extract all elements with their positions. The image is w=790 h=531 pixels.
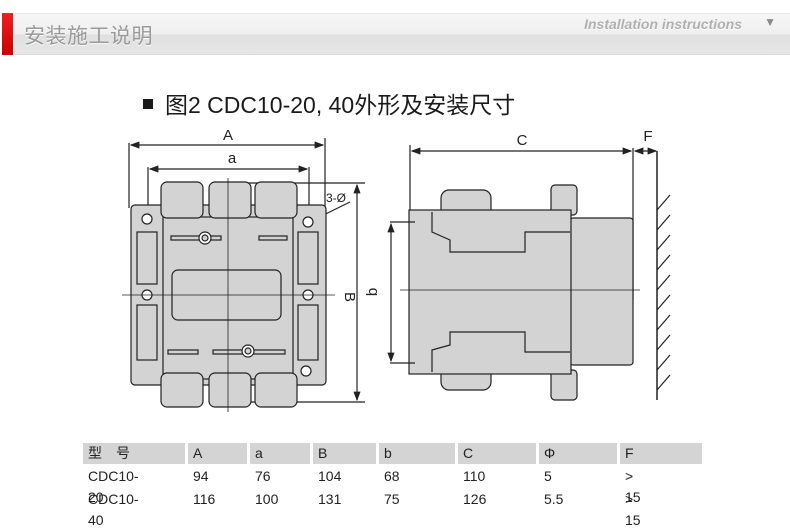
cell-b: 75 xyxy=(384,491,400,507)
header-a: a xyxy=(250,443,310,464)
label-B: B xyxy=(341,292,358,302)
cell-model: CDC10-40 xyxy=(88,491,139,528)
figure-title: 图2 CDC10-20, 40外形及安装尺寸 xyxy=(143,86,515,120)
header-phi: Φ xyxy=(539,443,617,464)
cell-a: 100 xyxy=(255,491,279,507)
label-b: b xyxy=(364,288,381,296)
header-b: b xyxy=(379,443,455,464)
cell-B: 104 xyxy=(318,468,342,484)
cell-F: > 15 xyxy=(625,468,641,505)
cell-a: 76 xyxy=(255,468,271,484)
header-A: A xyxy=(188,443,247,464)
label-a: a xyxy=(228,150,237,167)
cell-phi: 5 xyxy=(544,468,552,484)
triangle-down-icon[interactable]: ▼ xyxy=(764,15,776,29)
cell-B: 131 xyxy=(318,491,342,507)
cell-F: > 15 xyxy=(625,491,641,528)
label-F: F xyxy=(643,128,652,145)
cell-A: 116 xyxy=(193,491,216,507)
header-F: F xyxy=(620,443,702,464)
cell-phi: 5.5 xyxy=(544,491,564,507)
cell-A: 94 xyxy=(193,468,209,484)
header-B: B xyxy=(313,443,376,464)
header-model: 型 号 xyxy=(83,443,185,464)
label-A: A xyxy=(223,127,233,144)
label-C: C xyxy=(517,132,528,149)
section-title-cn: 安装施工说明 xyxy=(24,24,153,48)
figure-title-text: 图2 CDC10-20, 40外形及安装尺寸 xyxy=(165,92,516,118)
header-C: C xyxy=(458,443,536,464)
cell-b: 68 xyxy=(384,468,400,484)
wall-hatch xyxy=(656,194,671,391)
front-view xyxy=(122,138,365,412)
section-header: 安装施工说明 Installation instructions ▼ xyxy=(0,13,790,55)
label-hole: 3-Ø xyxy=(326,191,346,205)
header-band xyxy=(14,13,790,55)
cell-C: 110 xyxy=(463,468,486,484)
accent-bar xyxy=(2,13,13,55)
cell-model: CDC10-20 xyxy=(88,468,139,505)
dimension-drawing: A a 3-Ø B C F b xyxy=(122,127,671,412)
bullet-square-icon xyxy=(143,99,153,109)
side-view xyxy=(387,145,671,401)
section-title-en: Installation instructions xyxy=(584,16,742,32)
cell-C: 126 xyxy=(463,491,487,507)
